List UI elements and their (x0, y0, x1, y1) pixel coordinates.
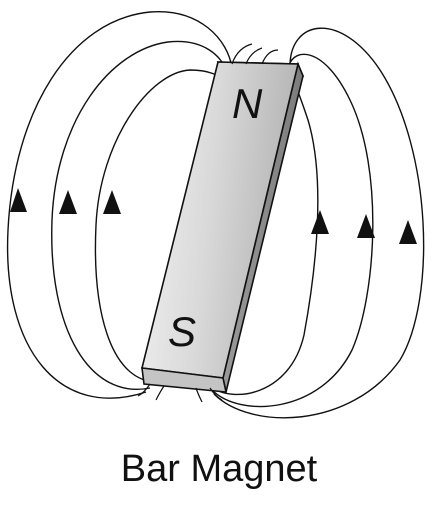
field-line-left-outer (6, 11, 233, 399)
south-pole-label: S (168, 308, 196, 355)
diagram-caption: Bar Magnet (120, 448, 318, 490)
field-line-right-inner (209, 75, 319, 396)
field-line-right-outer (213, 27, 425, 419)
field-line-left-middle (51, 40, 227, 390)
bar-magnet: N S (137, 43, 305, 403)
arrow-right-outer (399, 220, 417, 244)
arrow-right-inner (311, 210, 329, 234)
magnet-front-face (141, 61, 300, 379)
field-arrows (10, 188, 417, 244)
field-lines (6, 11, 425, 419)
arrow-left-middle (59, 190, 77, 214)
magnet-bottom-face (141, 367, 228, 393)
arrow-right-middle (357, 214, 375, 238)
north-pole-label: N (232, 80, 263, 127)
field-line-left-inner (94, 69, 223, 383)
field-line-right-middle (211, 53, 374, 408)
arrow-left-outer (10, 188, 27, 212)
pole-stubs (137, 43, 279, 403)
arrow-left-inner (103, 190, 121, 214)
